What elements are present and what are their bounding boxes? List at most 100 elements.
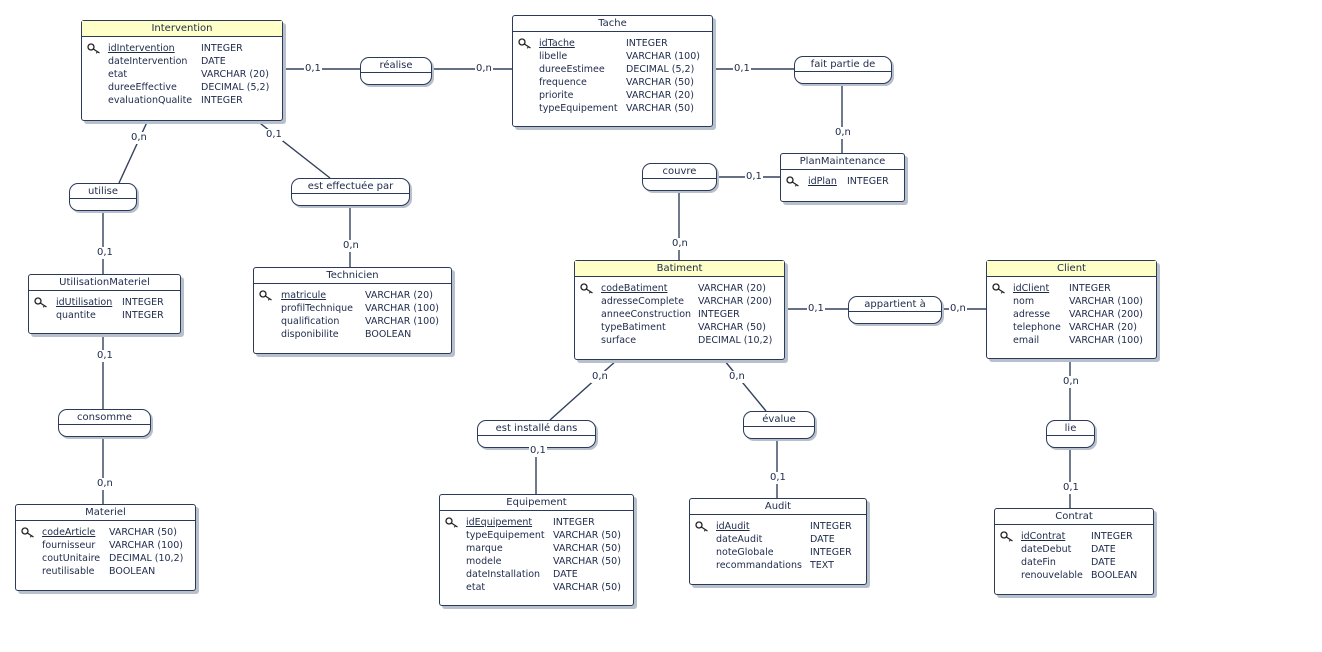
entity-tache[interactable]: Tache idTache INTEGER libelle VARCHAR (1… bbox=[512, 15, 713, 127]
attribute-name: typeBatiment bbox=[601, 322, 666, 333]
entity-title: Intervention bbox=[82, 21, 282, 37]
attribute-row: codeBatiment VARCHAR (20) bbox=[579, 282, 780, 295]
entity-equipement[interactable]: Equipement idEquipement INTEGER typeEqui… bbox=[439, 494, 634, 606]
attribute-type: DECIMAL (5,2) bbox=[201, 82, 270, 93]
entity-contrat[interactable]: Contrat idContrat INTEGER dateDebut DATE… bbox=[994, 508, 1154, 595]
attribute-name: surface bbox=[601, 335, 637, 346]
attribute-row: typeEquipement VARCHAR (50) bbox=[517, 102, 708, 115]
attribute-name: adresse bbox=[1013, 309, 1051, 320]
entity-technicien[interactable]: Technicien matricule VARCHAR (20) profil… bbox=[253, 267, 452, 354]
attribute-row: renouvelable BOOLEAN bbox=[999, 569, 1149, 582]
attribute-type: VARCHAR (20) bbox=[626, 90, 694, 101]
attribute-type: VARCHAR (100) bbox=[1069, 296, 1143, 307]
relation-est-installe-dans[interactable]: est installé dans bbox=[477, 420, 596, 448]
relation-label: utilise bbox=[88, 186, 118, 197]
attribute-row: idEquipement INTEGER bbox=[444, 516, 629, 529]
cardinality-label: 0,n bbox=[130, 132, 148, 144]
relation-realise[interactable]: réalise bbox=[360, 57, 432, 85]
attribute-name: qualification bbox=[281, 316, 340, 327]
attribute-row: typeEquipement VARCHAR (50) bbox=[444, 529, 629, 542]
relation-est-effectuee-par[interactable]: est effectuée par bbox=[291, 178, 410, 206]
attribute-row: dateAudit DATE bbox=[694, 533, 862, 546]
attribute-type: TEXT bbox=[810, 560, 834, 571]
attribute-type: VARCHAR (50) bbox=[553, 556, 621, 567]
attribute-row: adresseComplete VARCHAR (200) bbox=[579, 295, 780, 308]
key-icon bbox=[786, 176, 800, 187]
attribute-row: dureeEffective DECIMAL (5,2) bbox=[86, 81, 278, 94]
attribute-name: dateInstallation bbox=[466, 569, 541, 580]
entity-utilisationmateriel[interactable]: UtilisationMateriel idUtilisation INTEGE… bbox=[28, 274, 181, 334]
attribute-name-pk: idClient bbox=[1013, 283, 1050, 294]
relation-label: consomme bbox=[77, 412, 132, 423]
cardinality-label: 0,1 bbox=[733, 63, 751, 75]
attribute-type: INTEGER bbox=[810, 521, 852, 532]
attribute-row: adresse VARCHAR (200) bbox=[991, 308, 1152, 321]
attribute-name: noteGlobale bbox=[716, 547, 774, 558]
attribute-name: dureeEstimee bbox=[539, 64, 605, 75]
cardinality-label: 0,n bbox=[949, 303, 967, 315]
relation-lie[interactable]: lie bbox=[1046, 420, 1095, 448]
entity-intervention[interactable]: Intervention idIntervention INTEGER date… bbox=[81, 20, 283, 121]
attribute-name: dateAudit bbox=[716, 534, 763, 545]
cardinality-label: 0,1 bbox=[96, 247, 114, 259]
relation-evalue[interactable]: évalue bbox=[743, 411, 815, 439]
entity-audit[interactable]: Audit idAudit INTEGER dateAudit DATE not… bbox=[689, 498, 867, 585]
key-icon bbox=[695, 521, 709, 532]
entity-title: Materiel bbox=[16, 505, 195, 521]
attribute-name: evaluationQualite bbox=[108, 95, 193, 106]
attribute-row: idUtilisation INTEGER bbox=[33, 296, 176, 309]
attribute-name: typeEquipement bbox=[466, 530, 545, 541]
attribute-type: INTEGER bbox=[201, 43, 243, 54]
attribute-row: codeArticle VARCHAR (50) bbox=[20, 526, 191, 539]
key-icon bbox=[580, 283, 594, 294]
key-icon bbox=[992, 283, 1006, 294]
entity-title: Tache bbox=[513, 16, 712, 32]
attribute-name: priorite bbox=[539, 90, 574, 101]
attribute-row: dateIntervention DATE bbox=[86, 55, 278, 68]
attribute-row: marque VARCHAR (50) bbox=[444, 542, 629, 555]
attribute-name: dateDebut bbox=[1021, 544, 1072, 555]
attribute-name: dateFin bbox=[1021, 557, 1056, 568]
attribute-type: VARCHAR (50) bbox=[626, 103, 694, 114]
attribute-type: VARCHAR (100) bbox=[365, 303, 439, 314]
cardinality-label: 0,1 bbox=[304, 63, 322, 75]
key-icon bbox=[445, 517, 459, 528]
attribute-type: VARCHAR (50) bbox=[553, 543, 621, 554]
attribute-row: disponibilite BOOLEAN bbox=[258, 328, 447, 341]
attribute-name: email bbox=[1013, 335, 1040, 346]
attribute-name-pk: idIntervention bbox=[108, 43, 175, 54]
entity-planmaintenance[interactable]: PlanMaintenance idPlan INTEGER bbox=[780, 153, 905, 202]
relation-label: appartient à bbox=[864, 299, 926, 310]
relation-appartient-a[interactable]: appartient à bbox=[848, 296, 942, 324]
entity-client[interactable]: Client idClient INTEGER nom VARCHAR (100… bbox=[986, 260, 1157, 359]
attribute-row: recommandations TEXT bbox=[694, 559, 862, 572]
relation-fait-partie-de[interactable]: fait partie de bbox=[794, 56, 892, 84]
attribute-name: libelle bbox=[539, 51, 568, 62]
attribute-name-pk: idPlan bbox=[808, 176, 837, 187]
attribute-type: VARCHAR (50) bbox=[698, 322, 766, 333]
relation-utilise[interactable]: utilise bbox=[69, 183, 137, 211]
attribute-type: INTEGER bbox=[810, 547, 852, 558]
attribute-row: matricule VARCHAR (20) bbox=[258, 289, 447, 302]
attribute-type: DATE bbox=[810, 534, 835, 545]
cardinality-label: 0,1 bbox=[1062, 482, 1080, 494]
cardinality-label: 0,n bbox=[96, 478, 114, 490]
attribute-row: evaluationQualite INTEGER bbox=[86, 94, 278, 107]
relation-consomme[interactable]: consomme bbox=[58, 409, 151, 437]
attribute-type: INTEGER bbox=[122, 310, 164, 321]
attribute-row: dateFin DATE bbox=[999, 556, 1149, 569]
entity-materiel[interactable]: Materiel codeArticle VARCHAR (50) fourni… bbox=[15, 504, 196, 591]
attribute-name: profilTechnique bbox=[281, 303, 353, 314]
attribute-name: typeEquipement bbox=[539, 103, 618, 114]
entity-batiment[interactable]: Batiment codeBatiment VARCHAR (20) adres… bbox=[574, 260, 785, 360]
attribute-type: DECIMAL (5,2) bbox=[626, 64, 695, 75]
attribute-type: DATE bbox=[201, 56, 226, 67]
attribute-row: priorite VARCHAR (20) bbox=[517, 89, 708, 102]
attribute-type: INTEGER bbox=[553, 517, 595, 528]
entity-title: UtilisationMateriel bbox=[29, 275, 180, 291]
relation-couvre[interactable]: couvre bbox=[642, 163, 717, 191]
attribute-row: idAudit INTEGER bbox=[694, 520, 862, 533]
cardinality-label: 0,n bbox=[728, 371, 746, 383]
cardinality-label: 0,1 bbox=[96, 350, 114, 362]
attribute-type: INTEGER bbox=[201, 95, 243, 106]
